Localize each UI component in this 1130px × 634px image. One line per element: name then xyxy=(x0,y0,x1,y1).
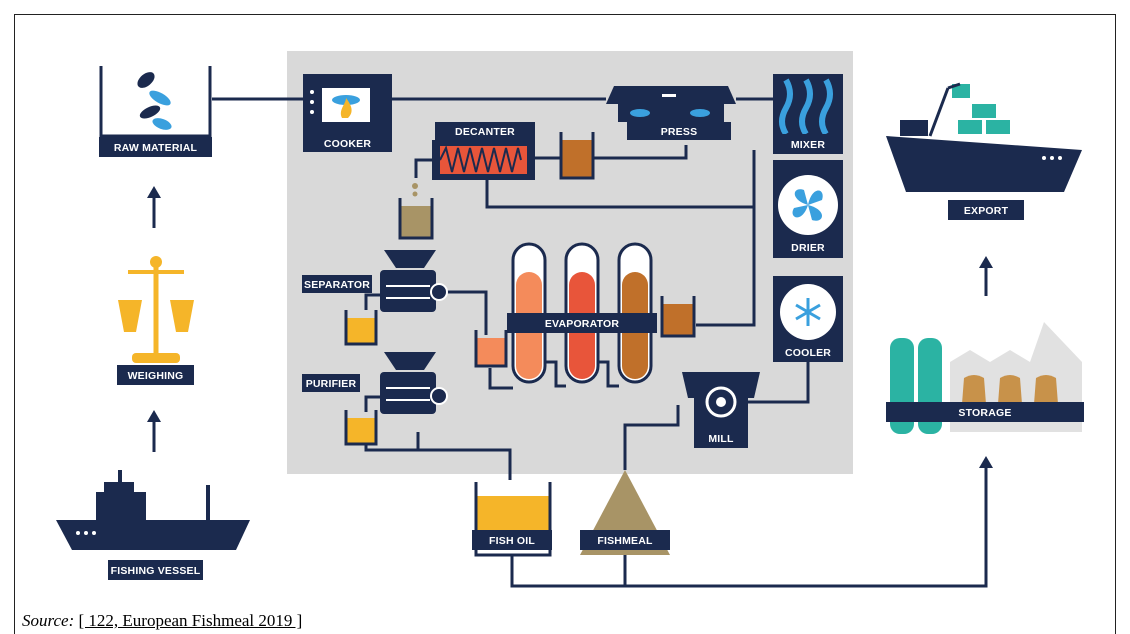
mill-label: MILL xyxy=(694,428,748,448)
purifier-label: PURIFIER xyxy=(302,374,360,392)
fishing-vessel-label: FISHING VESSEL xyxy=(108,560,203,580)
decanter-unit xyxy=(412,140,535,197)
svg-text:WEIGHING: WEIGHING xyxy=(128,370,184,382)
purifier-unit xyxy=(380,352,448,414)
cooker-unit xyxy=(303,74,392,134)
raw-material-label: RAW MATERIAL xyxy=(99,137,212,157)
svg-text:MILL: MILL xyxy=(708,433,734,445)
separator-oil-cup xyxy=(344,310,378,346)
mixer-unit xyxy=(773,74,843,136)
scale-icon xyxy=(118,256,194,363)
evaporator-feed-cup xyxy=(474,330,508,368)
raw-material-tank xyxy=(99,66,212,138)
svg-text:EXPORT: EXPORT xyxy=(964,205,1009,217)
evaporator-outlet-cup xyxy=(660,296,696,338)
drier-label: DRIER xyxy=(791,242,825,254)
svg-text:DRIER: DRIER xyxy=(791,242,825,254)
svg-text:FISH OIL: FISH OIL xyxy=(489,535,535,547)
cooler-label: COOLER xyxy=(785,347,831,359)
drier-unit xyxy=(773,160,843,258)
export-label: EXPORT xyxy=(948,200,1024,220)
fishmeal-label: FISHMEAL xyxy=(580,530,670,550)
figure-frame xyxy=(14,14,1116,634)
press-unit xyxy=(606,86,736,122)
flow-arrows xyxy=(147,186,993,468)
separator-feed-cup xyxy=(398,198,434,240)
source-citation: Source: [ 122, European Fishmeal 2019 ] xyxy=(22,611,302,631)
press-label: PRESS xyxy=(627,122,731,140)
decanter-label: DECANTER xyxy=(435,122,535,140)
svg-text:RAW MATERIAL: RAW MATERIAL xyxy=(114,142,198,154)
fish-oil-label: FISH OIL xyxy=(472,530,552,550)
separator-label: SEPARATOR xyxy=(302,275,372,293)
svg-text:MIXER: MIXER xyxy=(791,139,825,151)
svg-text:STORAGE: STORAGE xyxy=(958,407,1011,419)
svg-text:PRESS: PRESS xyxy=(661,126,698,138)
svg-text:DECANTER: DECANTER xyxy=(455,126,515,138)
purifier-oil-cup xyxy=(344,410,378,446)
svg-text:EVAPORATOR: EVAPORATOR xyxy=(545,318,620,330)
mill-unit xyxy=(682,372,760,428)
cooker-label: COOKER xyxy=(303,134,392,152)
weighing-label: WEIGHING xyxy=(117,365,194,385)
process-pipes xyxy=(212,97,988,588)
storage-label: STORAGE xyxy=(886,402,1084,422)
cooler-unit xyxy=(773,276,843,362)
source-reference-link[interactable]: [ 122, European Fishmeal 2019 ] xyxy=(78,611,303,630)
evaporator-label: EVAPORATOR xyxy=(507,313,657,333)
separator-unit xyxy=(380,250,448,312)
source-label: Source: xyxy=(22,611,75,630)
svg-text:SEPARATOR: SEPARATOR xyxy=(304,279,370,291)
svg-text:PURIFIER: PURIFIER xyxy=(306,378,357,390)
svg-text:COOLER: COOLER xyxy=(785,347,831,359)
svg-text:FISHING VESSEL: FISHING VESSEL xyxy=(111,565,201,577)
fishing-vessel-icon xyxy=(56,470,250,550)
svg-text:FISHMEAL: FISHMEAL xyxy=(597,535,653,547)
cargo-ship-icon xyxy=(886,82,1082,192)
svg-text:COOKER: COOKER xyxy=(324,138,372,150)
decanter-outlet-cup xyxy=(559,132,595,180)
mixer-label: MIXER xyxy=(773,134,843,154)
